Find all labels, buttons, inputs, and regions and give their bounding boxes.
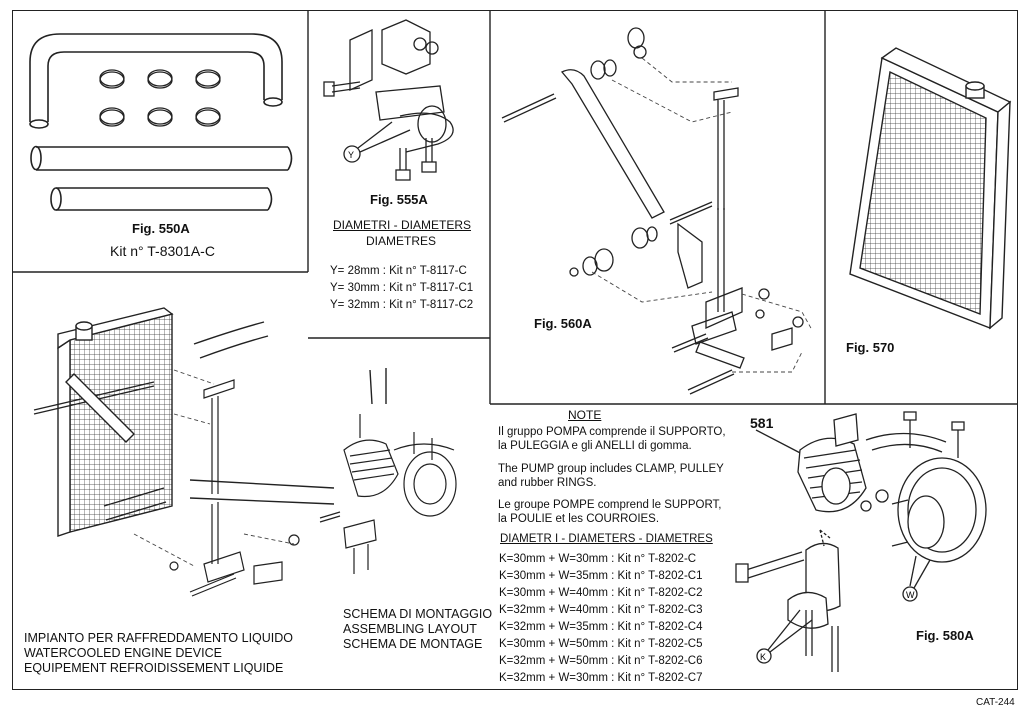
fig555-diam-title: DIAMETRI - DIAMETERS bbox=[333, 218, 472, 232]
hoses bbox=[103, 321, 387, 521]
fig580-drawing: K W bbox=[735, 411, 987, 672]
hose-clamps bbox=[99, 69, 221, 127]
straight-hose-long bbox=[30, 145, 293, 171]
fig570-drawing bbox=[849, 47, 1012, 330]
layout-title-line: SCHEMA DI MONTAGGIO bbox=[343, 607, 493, 621]
pump-kit-line: K=32mm + W=40mm : Kit n° T-8202-C3 bbox=[499, 604, 703, 616]
note-line: Il gruppo POMPA comprende il SUPPORTO, bbox=[498, 426, 726, 438]
pump-kit-list: K=30mm + W=30mm : Kit n° T-8202-C K=30mm… bbox=[499, 551, 702, 687]
note-italian: Il gruppo POMPA comprende il SUPPORTO, l… bbox=[498, 425, 726, 453]
pump-kit-line: K=30mm + W=50mm : Kit n° T-8202-C5 bbox=[499, 638, 703, 650]
catalog-code: CAT-244 bbox=[976, 697, 1015, 708]
pump-kit-line: K=30mm + W=40mm : Kit n° T-8202-C2 bbox=[499, 587, 703, 599]
fig550-label: Fig. 550A bbox=[132, 221, 190, 236]
assembling-layout-title: SCHEMA DI MONTAGGIO ASSEMBLING LAYOUT SC… bbox=[343, 607, 492, 652]
note-line: la POULIE et les COURROIES. bbox=[498, 513, 660, 525]
pump-diameters-title: DIAMETR I - DIAMETERS - DIAMETRES bbox=[500, 533, 713, 545]
layout-title-line: SCHEMA DE MONTAGE bbox=[343, 637, 483, 651]
note-line: and rubber RINGS. bbox=[498, 477, 597, 489]
caption-line: IMPIANTO PER RAFFREDDAMENTO LIQUIDO bbox=[24, 631, 294, 645]
pump-kit-line: K=32mm + W=30mm : Kit n° T-8202-C7 bbox=[499, 672, 703, 684]
fig560-label: Fig. 560A bbox=[534, 316, 592, 331]
note-title: NOTE bbox=[568, 408, 602, 422]
fig550-drawing bbox=[29, 33, 293, 211]
fig555-diam-title-fr: DIAMETRES bbox=[366, 234, 437, 248]
radiator bbox=[33, 307, 174, 537]
fig580-callout-k: K bbox=[760, 652, 766, 662]
fig555-kit-list: Y= 28mm : Kit n° T-8117-C Y= 30mm : Kit … bbox=[330, 263, 473, 314]
fig570-label: Fig. 570 bbox=[846, 340, 895, 355]
pump-kit-line: K=30mm + W=30mm : Kit n° T-8202-C bbox=[499, 553, 697, 565]
pump-kit-line: K=30mm + W=35mm : Kit n° T-8202-C1 bbox=[499, 570, 703, 582]
note-line: The PUMP group includes CLAMP, PULLEY bbox=[498, 463, 724, 475]
fig555-kit-line: Y= 32mm : Kit n° T-8117-C2 bbox=[330, 299, 474, 311]
fig550-kit: Kit n° T-8301A-C bbox=[110, 243, 215, 259]
fig555-callout: Y bbox=[348, 150, 354, 160]
layout-title-line: ASSEMBLING LAYOUT bbox=[343, 622, 477, 636]
note-french: Le groupe POMPE comprend le SUPPORT, la … bbox=[498, 498, 722, 526]
brackets bbox=[169, 379, 300, 597]
fig555-label: Fig. 555A bbox=[370, 192, 428, 207]
catalog-frame bbox=[12, 10, 1018, 690]
u-hose bbox=[29, 33, 283, 129]
caption-line: WATERCOOLED ENGINE DEVICE bbox=[24, 646, 222, 660]
fig555-kit-line: Y= 28mm : Kit n° T-8117-C bbox=[330, 265, 467, 277]
cooling-device-caption: IMPIANTO PER RAFFREDDAMENTO LIQUIDO WATE… bbox=[24, 631, 293, 676]
main-assembly-drawing bbox=[33, 307, 457, 597]
fig555-kit-line: Y= 30mm : Kit n° T-8117-C1 bbox=[330, 282, 474, 294]
caption-line: EQUIPEMENT REFROIDISSEMENT LIQUIDE bbox=[24, 661, 284, 675]
note-line: Le groupe POMPE comprend le SUPPORT, bbox=[498, 499, 722, 511]
part-number-581: 581 bbox=[750, 415, 774, 431]
fig560-drawing bbox=[501, 27, 813, 395]
fig580-callout-w: W bbox=[906, 590, 915, 600]
pump-assembly bbox=[319, 414, 457, 574]
pump-kit-line: K=32mm + W=35mm : Kit n° T-8202-C4 bbox=[499, 621, 703, 633]
fig580-label: Fig. 580A bbox=[916, 628, 974, 643]
note-line: la PULEGGIA e gli ANELLI di gomma. bbox=[498, 440, 692, 452]
fig555-drawing: Y bbox=[323, 19, 454, 181]
note-english: The PUMP group includes CLAMP, PULLEY an… bbox=[498, 462, 724, 490]
pump-kit-line: K=32mm + W=50mm : Kit n° T-8202-C6 bbox=[499, 655, 703, 667]
straight-hose-short bbox=[50, 187, 273, 211]
